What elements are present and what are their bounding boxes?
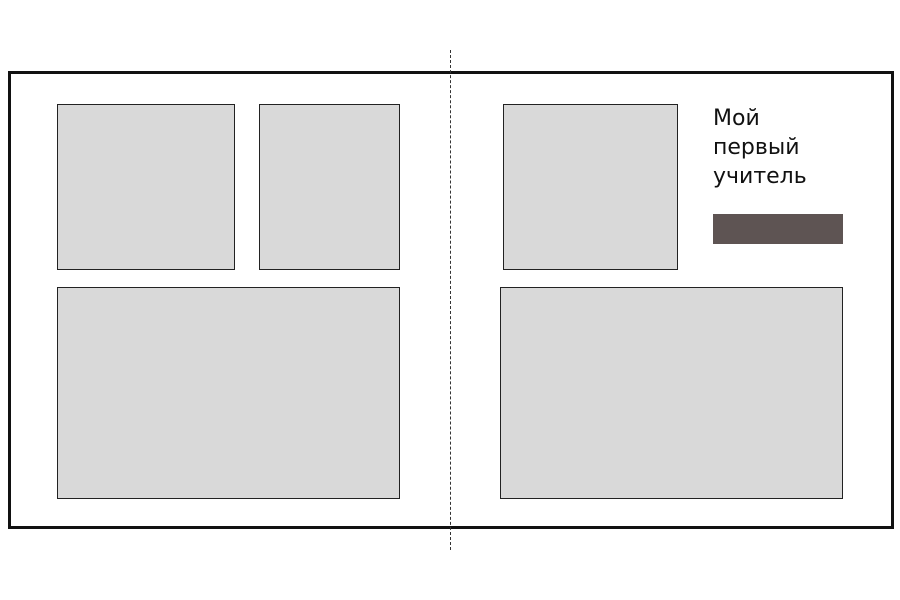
photo-placeholder-left-top-1	[57, 104, 235, 270]
book-spread-border	[8, 71, 894, 529]
page-title: Мой первый учитель	[713, 104, 853, 191]
caption-bar	[713, 214, 843, 244]
title-line-2: первый	[713, 135, 800, 160]
title-line-1: Мой	[713, 106, 760, 131]
photo-placeholder-right-top	[503, 104, 678, 270]
photo-placeholder-left-top-2	[259, 104, 400, 270]
title-line-3: учитель	[713, 164, 807, 189]
photo-placeholder-right-bottom	[500, 287, 843, 499]
center-fold-line	[450, 50, 451, 550]
photo-placeholder-left-bottom	[57, 287, 400, 499]
